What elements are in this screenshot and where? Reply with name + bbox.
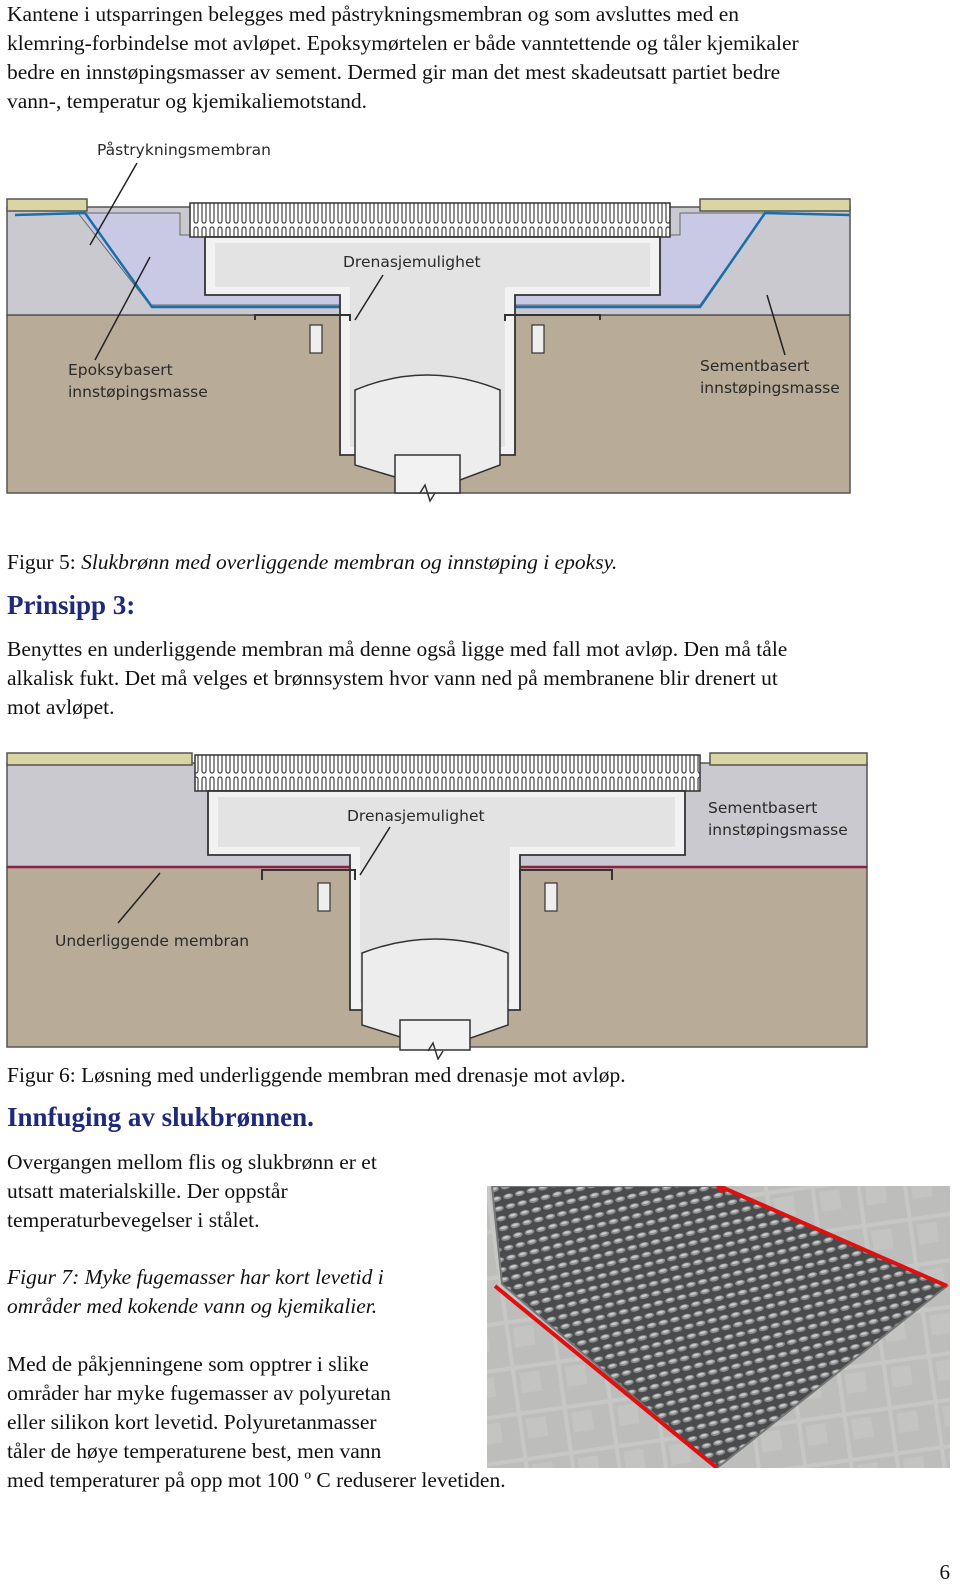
section-line: områder har myke fugemasser av polyureta… [7, 1381, 391, 1405]
intro-line: vann-, temperatur og kjemikaliemotstand. [7, 89, 368, 113]
drainage-label: Drenasjemulighet [347, 807, 485, 825]
section-heading: Innfuging av slukbrønnen. [7, 1102, 314, 1132]
section-line: Med de påkjenningene som opptrer i slike [7, 1352, 369, 1376]
section-line: eller silikon kort levetid. Polyuretanma… [7, 1410, 377, 1434]
section-line: tåler de høye temperaturene best, men va… [7, 1439, 382, 1463]
section-line: temperaturbevegelser i stålet. [7, 1208, 260, 1232]
figure-7-caption: Figur 7: Myke fugemasser har kort leveti… [7, 1263, 384, 1321]
epoxy-label-line2: innstøpingsmasse [68, 383, 208, 401]
cement-label-line2: innstøpingsmasse [700, 379, 840, 397]
epoxy-label-line1: Epoksybasert [68, 361, 173, 379]
figure-5-drain-diagram: Påstrykningsmembran Drenasjemulighet Epo… [0, 135, 860, 505]
cement-label-line1: Sementbasert [700, 357, 809, 375]
principle-3-line: alkalisk fukt. Det må velges et brønnsys… [7, 666, 778, 690]
figure-7-caption-line: områder med kokende vann og kjemikalier. [7, 1294, 378, 1318]
section-line: med temperaturer på opp mot 100 º C redu… [7, 1468, 506, 1492]
section-paragraph-2: Med de påkjenningene som opptrer i slike… [7, 1350, 506, 1495]
principle-3-heading: Prinsipp 3: [7, 590, 136, 620]
figure-6-drain-diagram: Drenasjemulighet Sementbasert innstøping… [0, 745, 870, 1061]
intro-line: Kantene i utsparringen belegges med påst… [7, 2, 740, 26]
intro-paragraph: Kantene i utsparringen belegges med påst… [7, 0, 799, 116]
page-number: 6 [939, 1560, 951, 1584]
underlying-membrane-label: Underliggende membran [55, 932, 249, 950]
figure-5-caption-prefix: Figur 5: [7, 550, 82, 574]
principle-3-paragraph: Benyttes en underliggende membran må den… [7, 635, 787, 722]
membrane-label: Påstrykningsmembran [97, 141, 271, 159]
section-line: Overgangen mellom flis og slukbrønn er e… [7, 1150, 377, 1174]
figure-7-caption-line: Figur 7: Myke fugemasser har kort leveti… [7, 1265, 384, 1289]
figure-5-caption-text: Slukbrønn med overliggende membran og in… [81, 550, 618, 574]
principle-3-line: mot avløpet. [7, 695, 115, 719]
figure-6-caption: Figur 6: Løsning med underliggende membr… [7, 1063, 626, 1087]
intro-line: bedre en innstøpingsmasser av sement. De… [7, 60, 781, 84]
cement-label-line1: Sementbasert [708, 799, 817, 817]
intro-line: klemring-forbindelse mot avløpet. Epoksy… [7, 31, 799, 55]
section-line: utsatt materialskille. Der oppstår [7, 1179, 288, 1203]
figure-5-caption: Figur 5: Slukbrønn med overliggende memb… [7, 548, 617, 577]
figure-7-photo [487, 1186, 950, 1468]
drainage-label: Drenasjemulighet [343, 253, 481, 271]
principle-3-line: Benyttes en underliggende membran må den… [7, 637, 788, 661]
section-paragraph-1: Overgangen mellom flis og slukbrønn er e… [7, 1148, 377, 1235]
cement-label-line2: innstøpingsmasse [708, 821, 848, 839]
